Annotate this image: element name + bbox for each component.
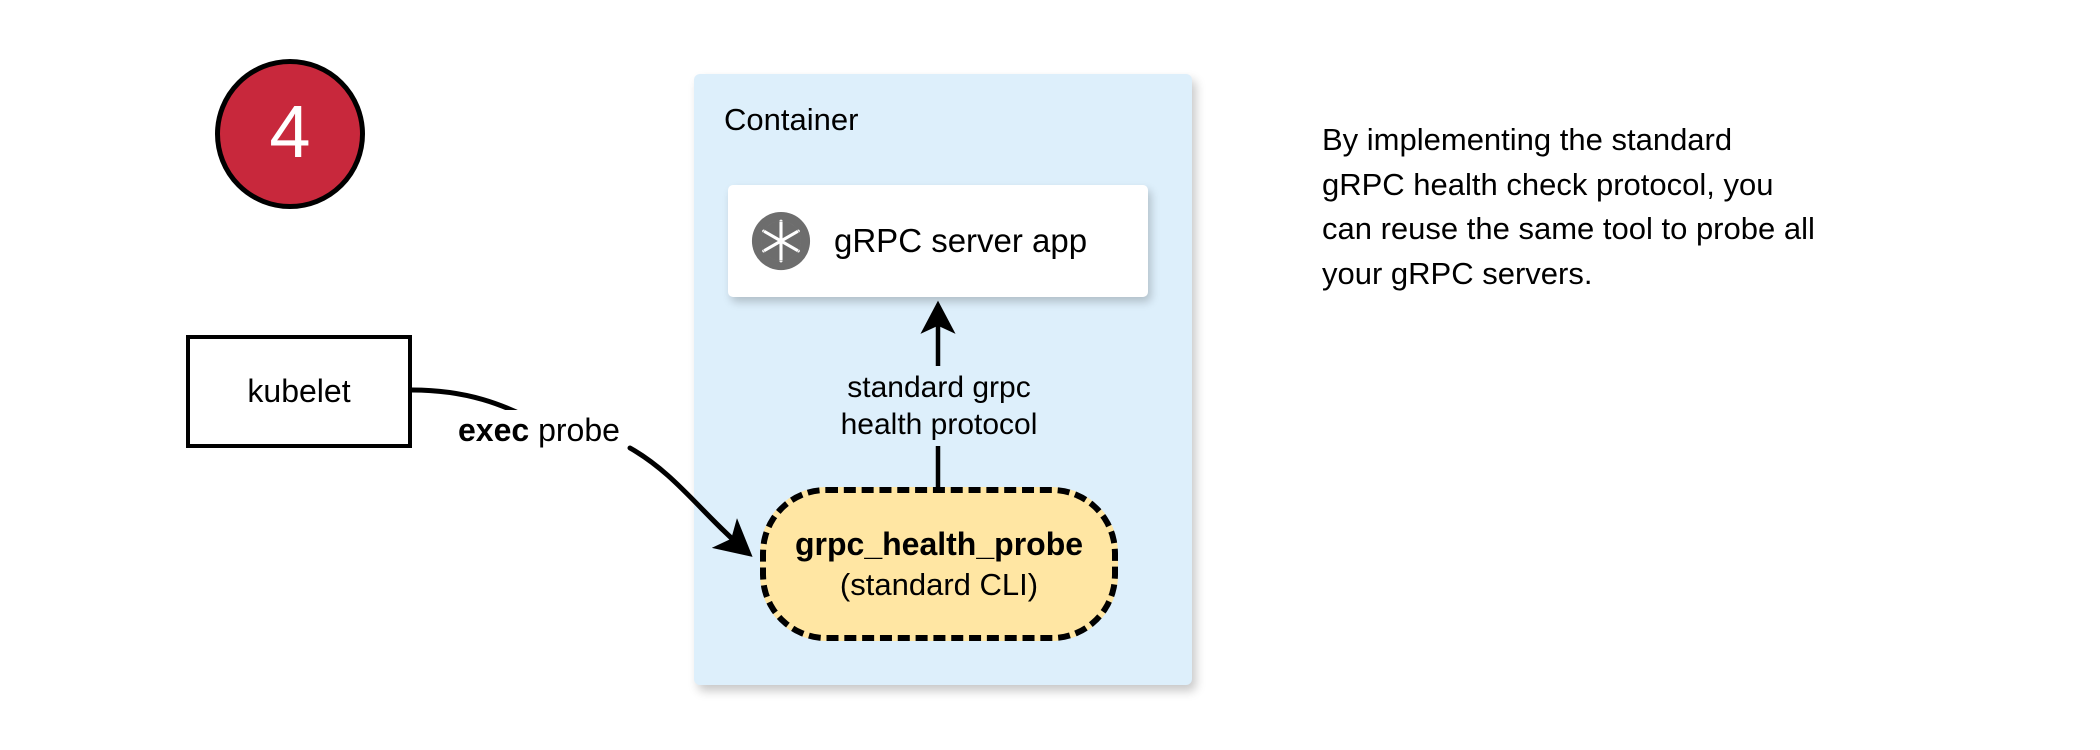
grpc-health-probe-node: grpc_health_probe (standard CLI) (760, 487, 1118, 641)
grpc-health-probe-subtitle: (standard CLI) (839, 566, 1039, 602)
exec-probe-edge-label: exec probe (452, 410, 626, 451)
grpc-server-app-card: gRPC server app (728, 185, 1148, 297)
protocol-edge-label-line1: standard grpc (843, 370, 1035, 407)
exec-probe-edge-label-strong: exec (458, 412, 530, 448)
caption-line-4: your gRPC servers. (1322, 255, 1593, 291)
exec-probe-edge-label-rest: probe (529, 412, 620, 448)
grpc-server-app-label: gRPC server app (834, 222, 1088, 259)
step-number-label: 4 (269, 90, 311, 173)
grpc-health-probe-name: grpc_health_probe (794, 526, 1084, 563)
kubelet-label: kubelet (247, 373, 351, 409)
step-number-badge: 4 (215, 59, 365, 209)
kubelet-node: kubelet (186, 335, 412, 448)
caption-line-1: By implementing the standard (1322, 122, 1733, 157)
container-title: Container (724, 102, 859, 137)
caption-line-2: gRPC health check protocol, you (1322, 166, 1774, 202)
protocol-edge-label: standard grpc health protocol (814, 370, 1064, 444)
caption-text: By implementing the standard gRPC health… (1322, 118, 1922, 297)
protocol-edge-label-line2: health protocol (836, 406, 1042, 444)
aperture-icon (751, 211, 811, 271)
caption-line-3: can reuse the same tool to probe all (1322, 211, 1815, 247)
